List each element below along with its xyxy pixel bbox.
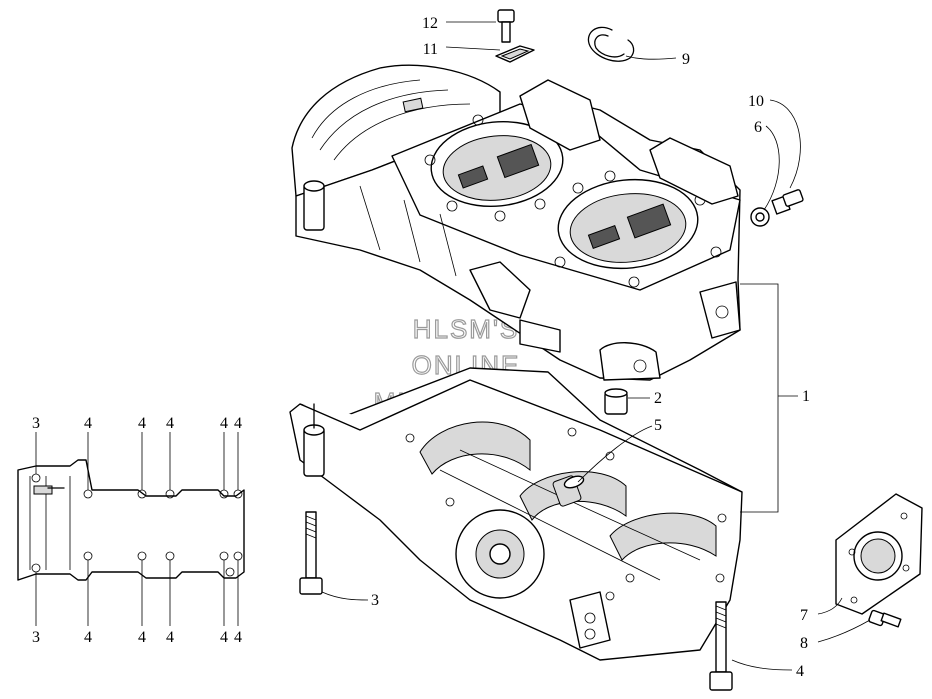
callout-3-detail-top: 3 [32,415,40,432]
lower-crankcase [289,367,743,661]
part-12-bolt [497,9,515,43]
callout-8: 8 [800,635,808,652]
leader-lines [35,21,871,671]
part-11-gasket [495,45,535,63]
callout-7: 7 [800,607,808,624]
part-3-long-bolt [299,511,323,595]
callout-4-detail-top-4: 4 [220,415,228,432]
callout-4-detail-top-1: 4 [84,415,92,432]
part-2-dowel-sleeve [604,388,628,415]
callout-4-detail-top-2: 4 [138,415,146,432]
callout-4-detail-bottom-4: 4 [220,629,228,646]
callout-4-detail-bottom-3: 4 [166,629,174,646]
part-9-retaining-ring [587,26,635,62]
callout-4-detail-bottom-5: 4 [234,629,242,646]
callout-11: 11 [423,41,438,58]
callout-4-bolt: 4 [796,663,804,680]
callout-5: 5 [654,417,662,434]
part-10-bolt [771,189,804,215]
callout-labels: 12 11 9 10 6 1 2 5 3 4 7 8 3 4 4 4 4 4 3… [32,15,810,680]
part-6-washer [750,207,770,227]
callout-9: 9 [682,51,690,68]
callout-6: 6 [754,119,762,136]
part-8-bolt [868,609,902,628]
callout-4-detail-top-3: 4 [166,415,174,432]
callout-3-detail-bottom: 3 [32,629,40,646]
callout-4-detail-bottom-2: 4 [138,629,146,646]
callout-2: 2 [654,390,662,407]
part-4-long-bolt [709,601,733,691]
callout-3-bolt: 3 [371,592,379,609]
callout-4-detail-top-5: 4 [234,415,242,432]
callout-1: 1 [802,388,810,405]
part-7-cover-plate [835,493,923,615]
upper-crankcase [291,64,741,381]
part-5-dowel-pin [552,475,585,507]
callout-10: 10 [748,93,764,110]
callout-12: 12 [422,15,438,32]
callout-4-detail-bottom-1: 4 [84,629,92,646]
bolt-pattern-detail [17,459,245,581]
